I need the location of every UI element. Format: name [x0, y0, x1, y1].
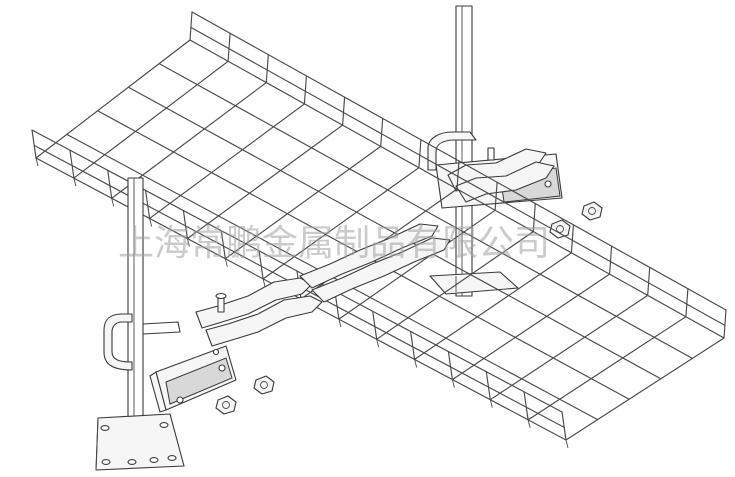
tray-long-wire	[158, 63, 693, 359]
flange-nut-right-2	[549, 219, 571, 239]
tray-bracket	[149, 345, 237, 413]
tray-wire-foot	[73, 177, 77, 187]
tray-wire-foot	[35, 157, 39, 167]
rear-base-plate	[429, 271, 519, 295]
tray-cross-wire	[523, 288, 689, 421]
tall-support-post	[455, 5, 473, 297]
tray-wire-foot	[376, 339, 380, 348]
tray-wire-foot	[262, 278, 266, 288]
rear-clamp-connectors	[447, 147, 555, 203]
wire-mesh-cable-tray	[31, 11, 727, 449]
tray-wire-foot	[149, 218, 153, 227]
tray-wire-foot	[527, 419, 531, 429]
middle-clamp-connectors	[299, 223, 451, 303]
tray-wire-foot	[186, 238, 190, 247]
tray-cross-wire	[447, 245, 613, 381]
tray-cross-wire	[69, 32, 231, 179]
flange-nut-right-1	[581, 201, 603, 221]
tray-cross-wire	[334, 181, 498, 320]
tray-cross-wire	[258, 139, 422, 280]
tray-long-wire	[127, 86, 662, 380]
tray-cross-wire	[485, 266, 651, 401]
tray-wire-foot	[224, 258, 228, 267]
tray-cross-wire	[372, 203, 536, 340]
tray-cross-wire	[182, 96, 346, 240]
tray-long-wire	[189, 39, 725, 339]
floor-base-plate	[95, 413, 185, 471]
front-u-hook	[103, 313, 181, 371]
tray-cross-wire	[145, 75, 307, 219]
clamp-connector	[195, 277, 323, 347]
tray-near-wall-wire	[31, 129, 563, 413]
tray-far-wall-wire	[191, 11, 727, 311]
front-support-post	[127, 177, 144, 437]
tray-wire-foot	[451, 379, 455, 388]
flange-nut	[215, 395, 237, 415]
tray-far-wall-wire	[190, 26, 726, 326]
tray-wire-foot	[414, 359, 418, 368]
tray-cross-wire	[107, 54, 269, 199]
flange-nut-front-2	[253, 375, 275, 395]
tray-wire-foot	[111, 198, 115, 207]
tray-cross-wire	[410, 224, 574, 360]
tray-cross-wire	[220, 117, 384, 260]
tray-cross-wire	[31, 11, 193, 159]
tray-wire-foot	[489, 399, 493, 408]
tray-wire-foot	[338, 318, 342, 328]
tray-cross-wire	[561, 309, 727, 441]
tray-wire-foot	[565, 439, 569, 449]
